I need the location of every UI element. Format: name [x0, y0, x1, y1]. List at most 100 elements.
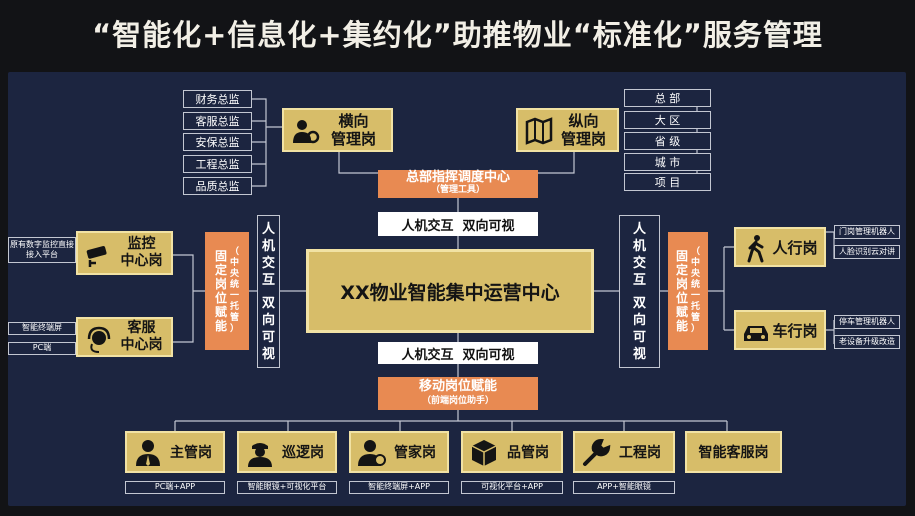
- monitor-center-label: 监控 中心岗: [120, 236, 163, 269]
- char: 岗: [675, 277, 688, 291]
- role-node-ai-service: 智能客服岗: [685, 431, 782, 473]
- monitor-center-node: 监控 中心岗: [76, 231, 173, 275]
- char: 统: [691, 280, 701, 290]
- char: 中: [691, 258, 701, 268]
- char: 位: [214, 291, 227, 305]
- mobile-empowerment: 移动岗位赋能 （前端岗位助手）: [378, 377, 538, 410]
- role-node-engineering: 工程岗: [573, 431, 675, 473]
- char: 赋: [675, 305, 688, 319]
- char: ）: [230, 324, 240, 334]
- char: （: [691, 247, 701, 257]
- wrench-icon: [583, 439, 611, 466]
- list-item: 安保总监: [183, 133, 252, 151]
- car-icon: [744, 326, 768, 341]
- diagram-panel: 财务总监 客服总监 安保总监 工程总监 品质总监 横向 管理岗 纵向 管理岗 总…: [8, 72, 906, 506]
- operation-center: XX物业智能集中运营中心: [306, 249, 594, 333]
- fixed-empower-right: 固定岗位赋能 （中央统一托管）: [668, 232, 708, 350]
- fixed-empower-left: 固定岗位赋能 （中央统一托管）: [205, 232, 249, 350]
- role-label: 主管岗: [170, 445, 212, 461]
- role-label: 巡逻岗: [282, 445, 324, 461]
- char: 一: [691, 291, 701, 301]
- char: 央: [691, 269, 701, 279]
- vehicle-node: 车行岗: [734, 310, 826, 350]
- role-node-butler: 管家岗: [349, 431, 449, 473]
- char: 视: [632, 346, 646, 362]
- list-item: 财务总监: [183, 90, 252, 108]
- tag-smart-terminal: 智能终端屏: [8, 322, 76, 335]
- page-title: “智能化+信息化+集约化”助推物业“标准化”服务管理: [92, 18, 823, 52]
- walking-person-icon: [747, 235, 764, 263]
- role-node-manager: 主管岗: [125, 431, 225, 473]
- list-item: 项 目: [624, 173, 711, 191]
- mobile-subtitle: （前端岗位助手）: [421, 395, 494, 406]
- role-label: 管家岗: [394, 445, 436, 461]
- char: 固: [214, 249, 227, 263]
- butler-icon: [358, 440, 386, 466]
- map-icon: [525, 117, 553, 145]
- char: 人: [632, 221, 646, 237]
- tag-quality: 可视化平台+APP: [461, 481, 563, 494]
- list-item: 总 部: [624, 89, 711, 107]
- vertical-manager-label: 纵向 管理岗: [560, 112, 606, 148]
- char: 向: [632, 312, 646, 328]
- char: 机: [632, 238, 646, 254]
- camera-icon: [86, 245, 107, 267]
- char: 能: [214, 319, 227, 333]
- service-center-node: 客服 中心岗: [76, 317, 173, 357]
- char: 可: [632, 329, 646, 345]
- char: 岗: [214, 277, 227, 291]
- vertical-manager-node: 纵向 管理岗: [516, 108, 619, 152]
- char: 可: [261, 329, 275, 345]
- char: 固: [675, 249, 688, 263]
- tag-digital-monitor: 原有数字监控直接接入平台: [8, 237, 76, 263]
- list-item: 城 市: [624, 153, 711, 171]
- pedestrian-label: 人行岗: [772, 238, 818, 257]
- tag-butler: 智能终端屏+APP: [349, 481, 449, 494]
- char: 定: [675, 263, 688, 277]
- char: 人: [261, 221, 275, 237]
- interaction-label-right: 人机交互 双向可视: [619, 215, 660, 368]
- char: 能: [675, 319, 688, 333]
- interaction-label-bottom: 人机交互 双向可视: [378, 342, 538, 364]
- char: 双: [632, 295, 646, 311]
- horizontal-manager-label: 横向 管理岗: [330, 112, 376, 148]
- list-item: 省 级: [624, 132, 711, 150]
- interaction-label-left: 人机交互 双向可视: [257, 215, 280, 368]
- manager-gear-icon: [293, 120, 320, 144]
- char: 统: [230, 280, 240, 290]
- char: 定: [214, 263, 227, 277]
- service-center-label: 客服 中心岗: [120, 320, 163, 353]
- horizontal-manager-node: 横向 管理岗: [282, 108, 393, 152]
- char: 向: [261, 312, 275, 328]
- pedestrian-node: 人行岗: [734, 227, 826, 267]
- tag-device-upgrade: 老设备升级改造: [834, 335, 900, 349]
- char: 交: [261, 255, 275, 271]
- role-node-quality: 品管岗: [461, 431, 563, 473]
- char: 视: [261, 346, 275, 362]
- list-item: 品质总监: [183, 177, 252, 195]
- char: 交: [632, 255, 646, 271]
- char: ）: [691, 324, 701, 334]
- manager-icon: [136, 440, 160, 466]
- hq-title: 总部指挥调度中心: [405, 170, 510, 185]
- list-item: 大 区: [624, 111, 711, 129]
- list-item: 工程总监: [183, 155, 252, 173]
- tag-patrol: 智能眼镜+可视化平台: [237, 481, 337, 494]
- vehicle-label: 车行岗: [772, 321, 818, 340]
- guard-icon: [248, 443, 272, 467]
- hq-subtitle: （管理工具）: [430, 185, 485, 195]
- role-label: 工程岗: [619, 445, 661, 461]
- char: 赋: [214, 305, 227, 319]
- char: 托: [230, 302, 240, 312]
- tag-manager: PC端+APP: [125, 481, 225, 494]
- tag-engineering: APP+智能眼镜: [573, 481, 675, 494]
- interaction-label-top: 人机交互 双向可视: [378, 212, 538, 236]
- char: 一: [230, 291, 240, 301]
- char: （: [230, 247, 240, 257]
- tag-pc: PC端: [8, 342, 76, 355]
- headset-icon: [87, 326, 111, 353]
- tag-gate-robot: 门岗管理机器人: [834, 225, 900, 239]
- role-label: 品管岗: [507, 445, 549, 461]
- box-icon: [471, 440, 497, 466]
- char: 双: [261, 295, 275, 311]
